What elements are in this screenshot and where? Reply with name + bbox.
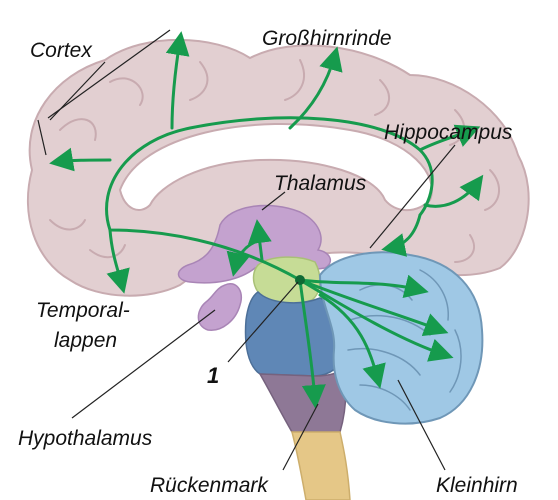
label-hypothalamus: Hypothalamus [18, 427, 153, 450]
label-kleinhirn: Kleinhirn [436, 474, 518, 497]
label-marker-1: 1 [207, 363, 219, 388]
label-cortex: Cortex [30, 39, 93, 62]
spinal-cord-region [292, 432, 350, 500]
label-grosshirnrinde: Großhirnrinde [262, 27, 392, 50]
label-temporal-line1: Temporal- [36, 299, 130, 322]
medulla-region [260, 368, 346, 432]
label-hippocampus: Hippocampus [384, 121, 513, 144]
label-rueckenmark: Rückenmark [150, 474, 269, 497]
label-thalamus: Thalamus [274, 172, 367, 195]
hypothalamus-region [198, 284, 241, 331]
label-temporal-line2: lappen [54, 329, 117, 352]
